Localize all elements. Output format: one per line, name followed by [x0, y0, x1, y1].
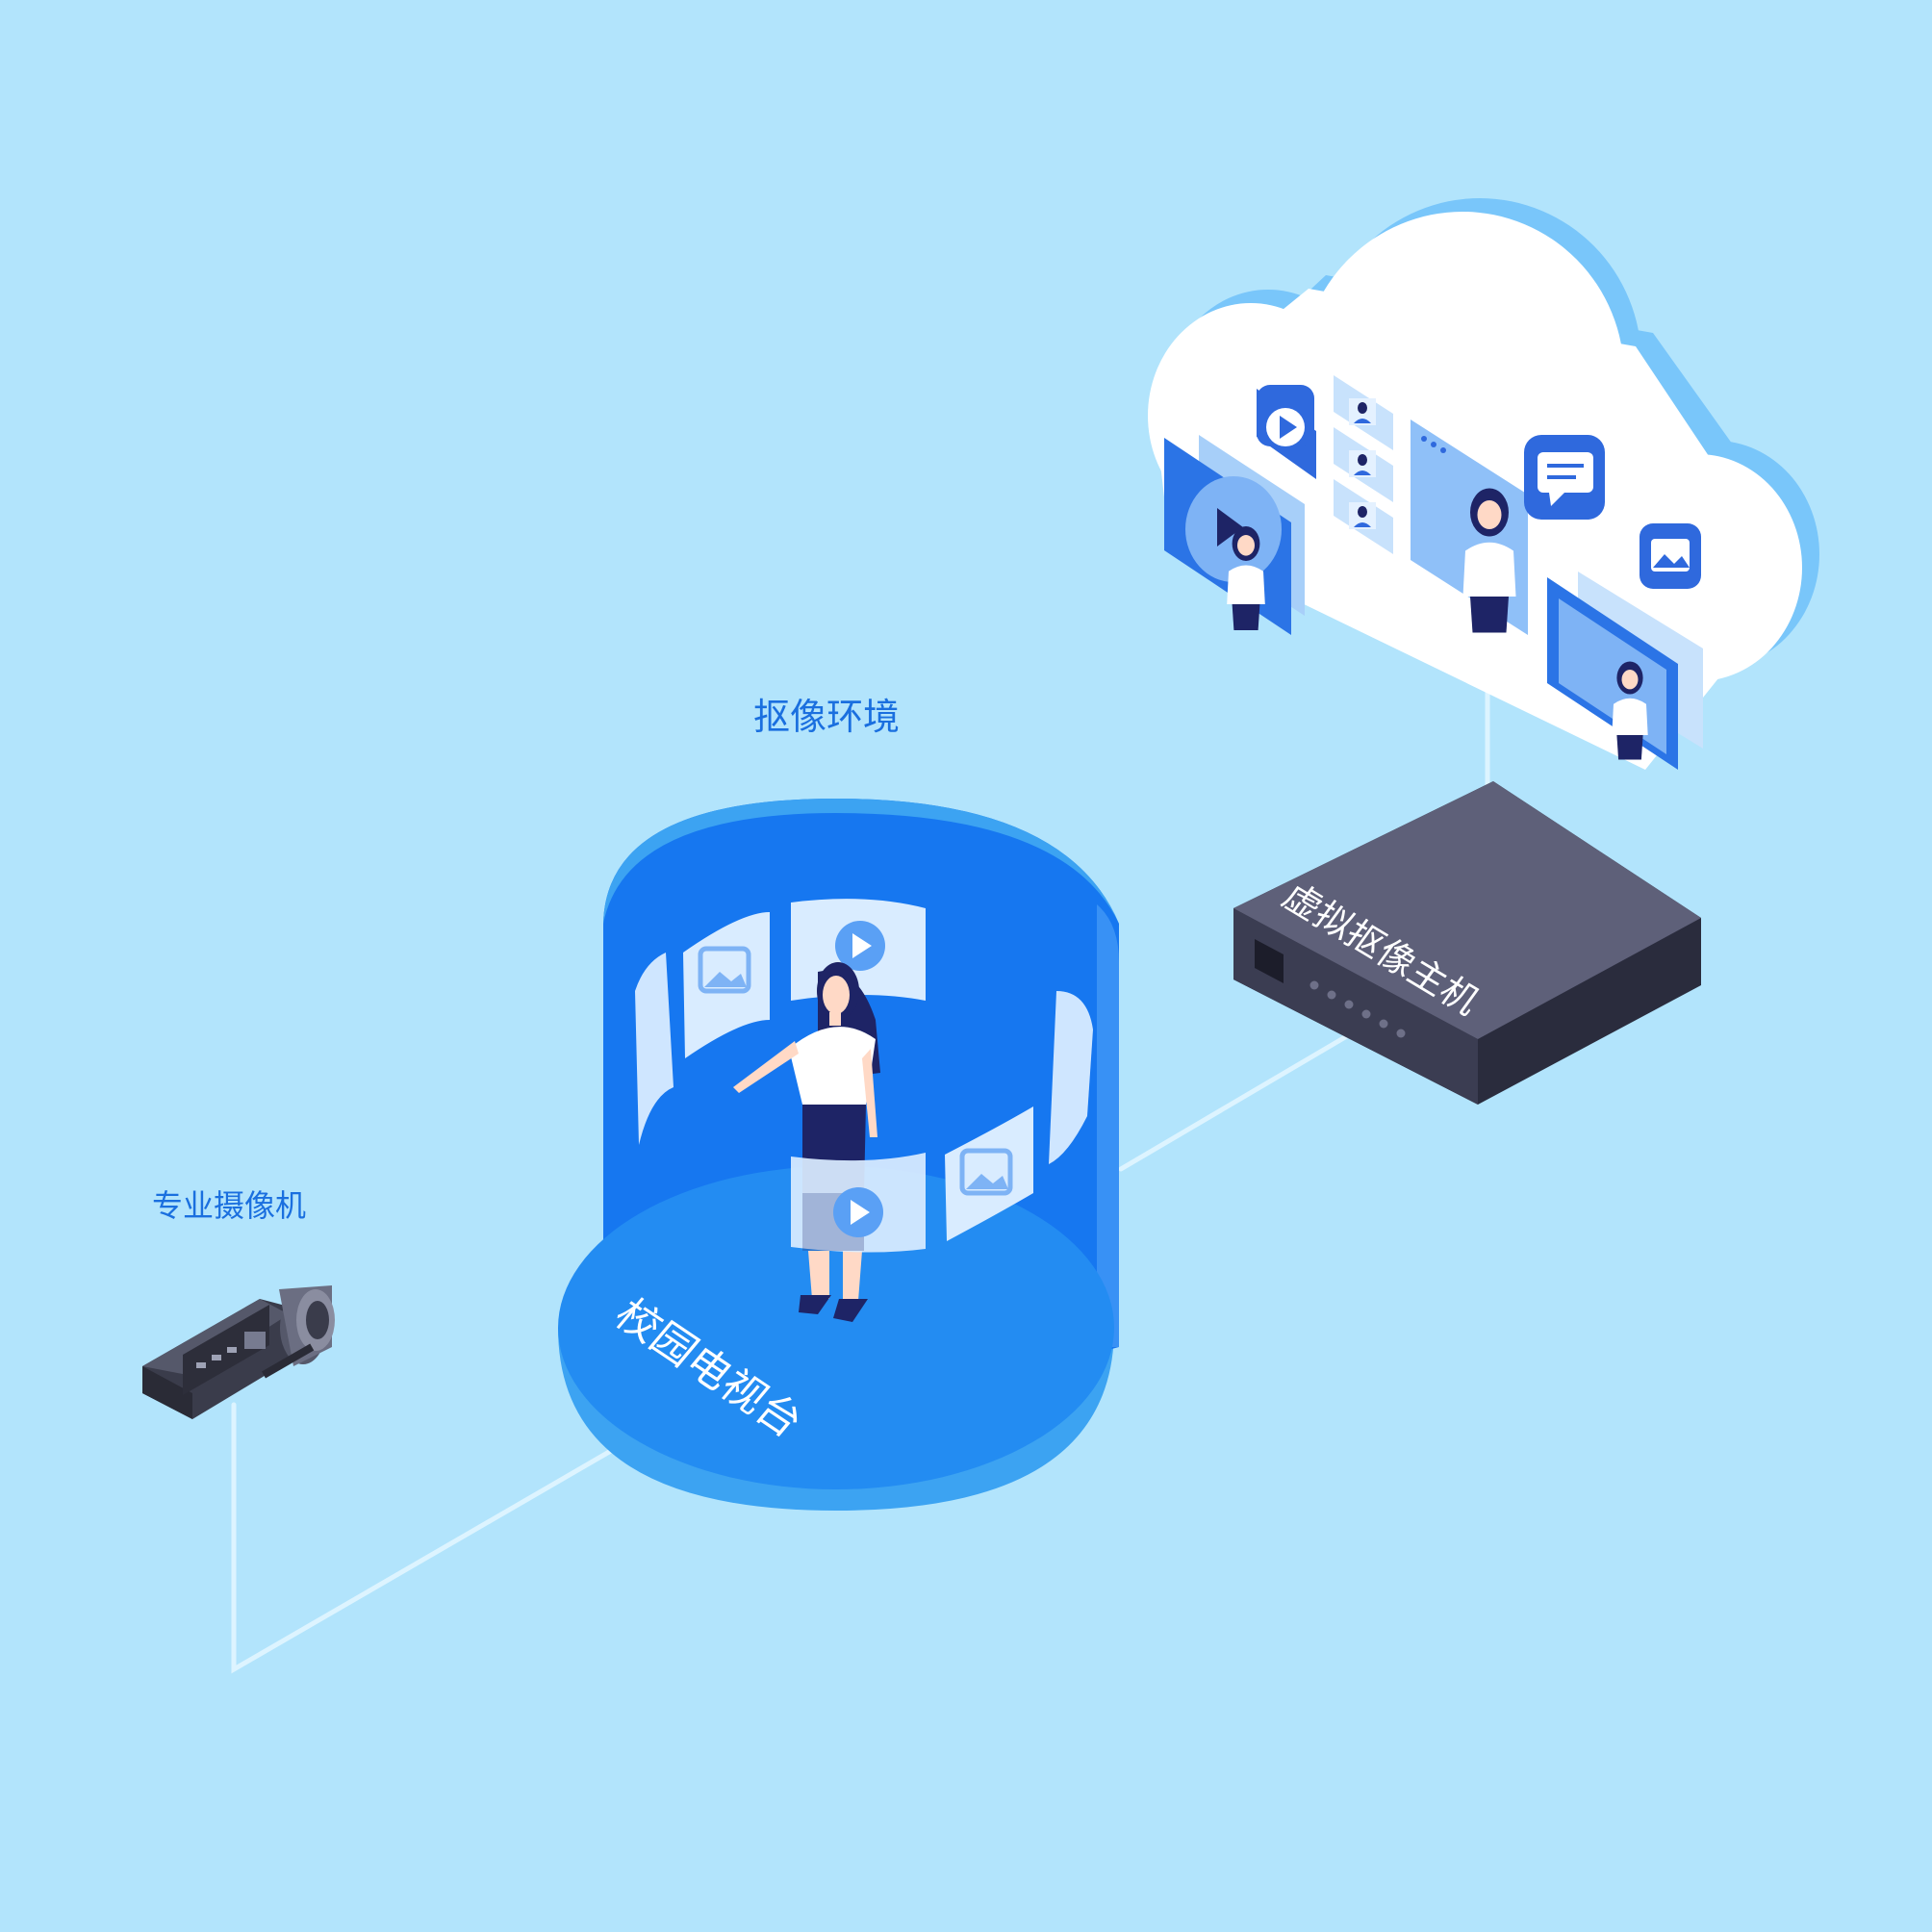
host-display [1255, 939, 1284, 983]
cloud-icon [1148, 198, 1819, 770]
play-icon [1217, 508, 1243, 547]
studio-panel-left [635, 953, 674, 1145]
host-indicator-lights [1309, 980, 1406, 1038]
camera-label: 专业摄像机 [152, 1187, 306, 1224]
cloud-video-panel-left [1164, 435, 1305, 635]
image-icon [959, 1148, 1013, 1196]
person-icon [1349, 450, 1376, 477]
play-icon [1280, 416, 1297, 439]
image-icon [698, 946, 751, 994]
camera-icon [142, 1285, 335, 1419]
person-icon [1349, 398, 1376, 425]
presenter-figure [733, 962, 880, 1322]
cloud-play-badge [1257, 385, 1316, 479]
person-icon [1349, 502, 1376, 529]
studio-panel-play-front [791, 1153, 926, 1253]
studio-panel-right [1049, 991, 1093, 1164]
chat-icon [1524, 435, 1605, 520]
image-icon [1640, 523, 1701, 589]
play-icon [852, 933, 872, 958]
play-icon [851, 1200, 870, 1225]
cloud-main-screen [1411, 419, 1528, 635]
cloud-participant-tiles [1334, 375, 1393, 554]
keying-studio: 校园电视台 [558, 799, 1119, 1511]
studio-panel-image-1 [683, 912, 770, 1058]
studio-panel-image-2 [945, 1106, 1033, 1241]
camera-to-studio-line [231, 1402, 619, 1674]
cloud-video-panel-right [1547, 572, 1703, 770]
virtual-keying-host: 虚拟抠像主机 [1233, 781, 1701, 1105]
keying-environment-label: 抠像环境 [753, 696, 900, 738]
studio-to-host-line [1118, 1025, 1364, 1172]
